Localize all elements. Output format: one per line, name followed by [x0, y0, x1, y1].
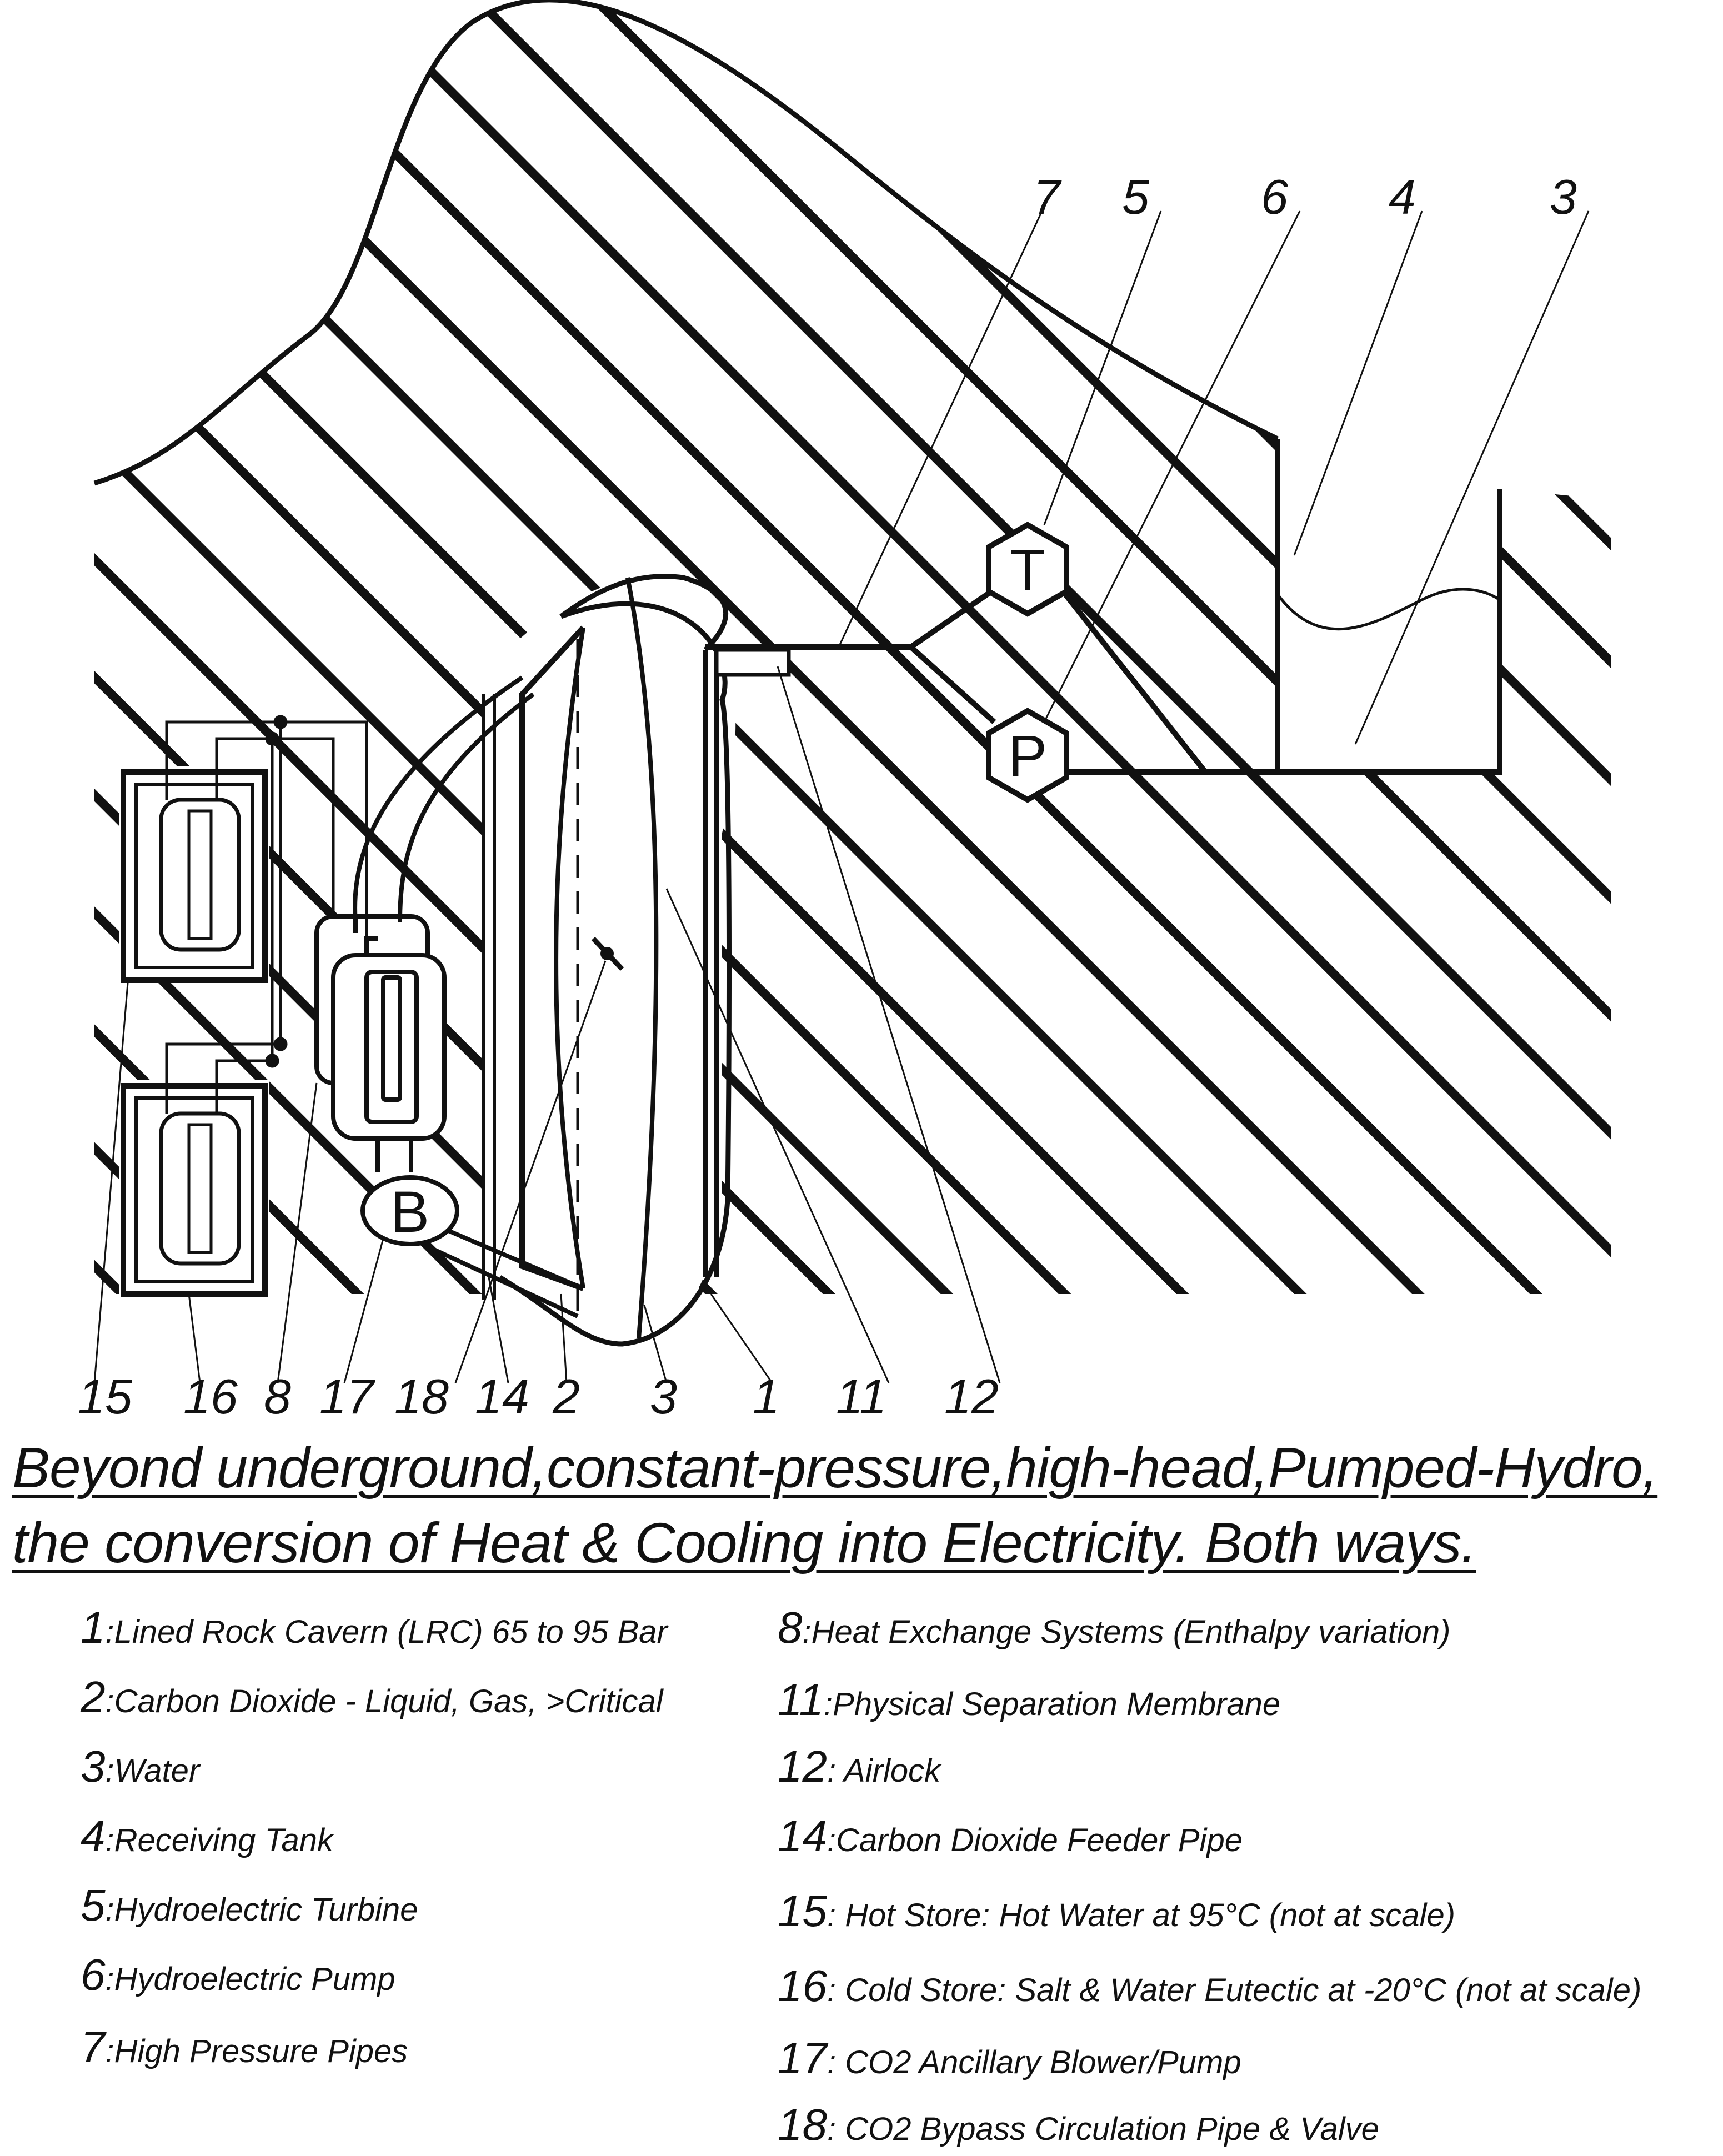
co2-feeder-pipe: [353, 675, 535, 922]
legend-item-1: 1:Lined Rock Cavern (LRC) 65 to 95 Bar: [81, 1603, 668, 1652]
legend-item-17: 17: CO2 Ancillary Blower/Pump: [778, 2033, 1241, 2083]
callout-3-bottom: 3: [650, 1369, 677, 1424]
callout-7: 7: [1033, 169, 1062, 224]
callout-8: 8: [264, 1369, 291, 1424]
store-connection-lines: [165, 715, 368, 1114]
callout-labels: 7 5 6 4 3 15 16 8 17 18 14 2 3 1 11 12: [78, 169, 1577, 1424]
callout-6: 6: [1261, 169, 1288, 224]
pump-letter: P: [1008, 724, 1047, 789]
legend-item-6: 6:Hydroelectric Pump: [81, 1950, 395, 1999]
legend-item-15: 15: Hot Store: Hot Water at 95°C (not at…: [778, 1886, 1456, 1936]
legend-item-3: 3:Water: [81, 1742, 200, 1791]
airlock: [714, 648, 791, 677]
cold-store: [119, 1080, 269, 1297]
callout-15: 15: [78, 1369, 133, 1424]
callout-11: 11: [836, 1369, 886, 1424]
legend-item-2: 2:Carbon Dioxide - Liquid, Gas, >Critica…: [81, 1672, 663, 1722]
legend-item-14: 14:Carbon Dioxide Feeder Pipe: [778, 1811, 1243, 1861]
callout-16: 16: [183, 1369, 238, 1424]
co2-blower: B: [360, 1139, 584, 1318]
callout-5: 5: [1122, 169, 1150, 224]
cavern-system-diagram: T P B: [78, 0, 1611, 1424]
legend-item-8: 8:Heat Exchange Systems (Enthalpy variat…: [778, 1603, 1451, 1652]
callout-1: 1: [753, 1369, 780, 1424]
callout-2: 2: [552, 1369, 580, 1424]
legend-item-16: 16: Cold Store: Salt & Water Eutectic at…: [778, 1961, 1642, 2010]
receiving-tank: [1275, 439, 1502, 775]
legend-item-7: 7:High Pressure Pipes: [81, 2022, 408, 2072]
legend-item-12: 12: Airlock: [778, 1742, 941, 1791]
callout-17: 17: [319, 1369, 375, 1424]
legend-item-11: 11:Physical Separation Membrane: [778, 1675, 1281, 1724]
legend-item-18: 18: CO2 Bypass Circulation Pipe & Valve: [778, 2100, 1379, 2149]
heat-exchange-system: [314, 914, 447, 1141]
callout-12: 12: [944, 1369, 999, 1424]
callout-14: 14: [475, 1369, 529, 1424]
legend-item-5: 5:Hydroelectric Turbine: [81, 1881, 418, 1930]
blower-letter: B: [390, 1180, 429, 1245]
title-line-1: Beyond underground,constant-pressure,hig…: [12, 1436, 1658, 1500]
turbine-letter: T: [1010, 538, 1045, 603]
hot-store: [119, 766, 269, 983]
title-line-2: the conversion of Heat & Cooling into El…: [12, 1511, 1477, 1575]
legend-item-4: 4:Receiving Tank: [81, 1811, 334, 1861]
callout-3-top: 3: [1550, 169, 1577, 224]
callout-4: 4: [1389, 169, 1416, 224]
callout-18: 18: [394, 1369, 449, 1424]
hydroelectric-pump: P: [986, 708, 1069, 803]
hydroelectric-turbine: T: [986, 522, 1069, 617]
rock-cavern: [482, 574, 736, 1347]
callout-leaders: [93, 194, 1590, 1383]
